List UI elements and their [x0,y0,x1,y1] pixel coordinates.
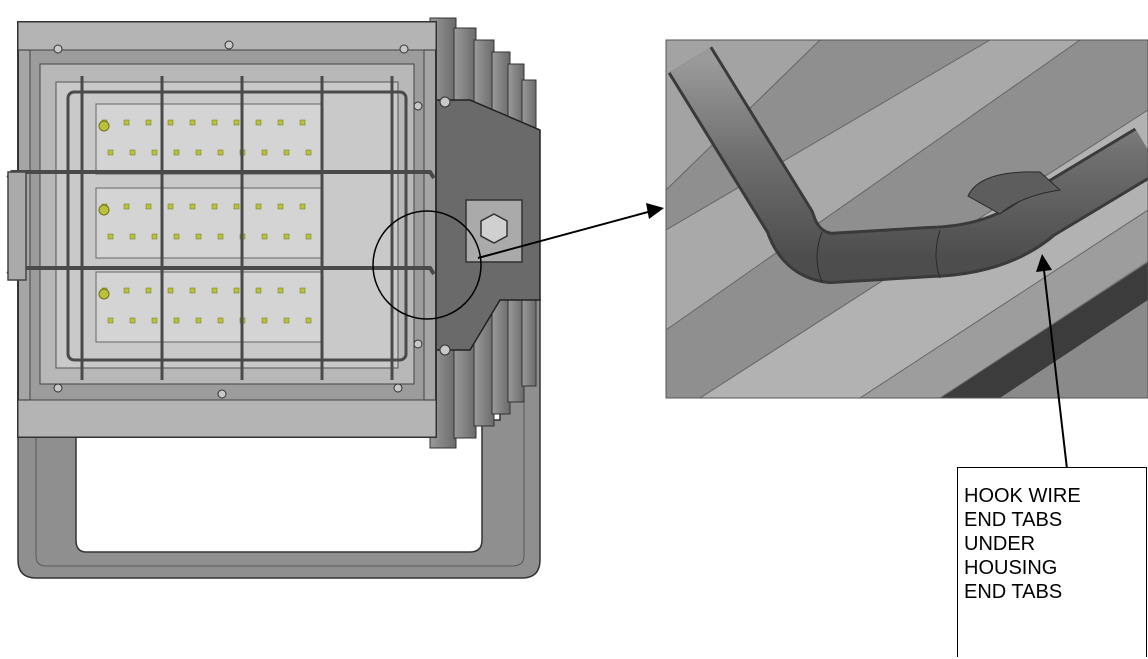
led-chip [145,287,152,294]
panel-connector [98,204,110,216]
led-chip [211,287,218,294]
led-chip [129,317,136,324]
led-chip [129,149,136,156]
led-chip [261,149,268,156]
callout-line: HOOK WIRE [964,485,1081,507]
led-panel-3 [95,271,323,343]
callout-line: HOUSING [964,557,1058,579]
led-chip [233,203,240,210]
led-chip [107,149,114,156]
led-chip [107,317,114,324]
led-chip [217,317,224,324]
led-chip [211,119,218,126]
led-chip [195,233,202,240]
callout-line: END TABS [964,509,1063,531]
callout-line: UNDER [964,533,1036,555]
wire-guard-horizontal [6,170,436,281]
led-chip [299,203,306,210]
led-panels [95,103,323,343]
led-chip [277,287,284,294]
led-chip [189,119,196,126]
led-chip [167,203,174,210]
led-chip [167,119,174,126]
led-chip [195,317,202,324]
led-chip [255,203,262,210]
led-chip [189,203,196,210]
led-chip [145,203,152,210]
led-chip [255,119,262,126]
led-chip [173,233,180,240]
led-chip [261,317,268,324]
led-chip [173,149,180,156]
led-chip [305,317,312,324]
wire-guard [66,76,408,380]
led-chip [305,149,312,156]
led-chip [211,203,218,210]
led-chip [123,287,130,294]
led-panel-1 [95,103,323,175]
led-chip [189,287,196,294]
led-chip [173,317,180,324]
panel-connector [98,288,110,300]
callout-arrow-detail [477,203,664,259]
led-chip [277,119,284,126]
callout-note-box: HOOK WIRE END TABS UNDER HOUSING END TAB… [957,467,1147,657]
callout-arrow-note [1036,254,1068,470]
floodlight-fixture [6,17,541,579]
led-chip [305,233,312,240]
led-chip [283,149,290,156]
bolt-icon [480,213,508,244]
led-chip [283,317,290,324]
led-chip [123,119,130,126]
led-chip [283,233,290,240]
led-chip [277,203,284,210]
frame-screws [53,40,451,399]
panel-connector [98,120,110,132]
led-chip [261,233,268,240]
led-chip [151,233,158,240]
led-chip [233,119,240,126]
detail-circle [372,210,482,320]
led-chip [255,287,262,294]
led-chip [129,233,136,240]
led-chip [123,203,130,210]
led-chip [195,149,202,156]
led-chip [145,119,152,126]
led-chip [167,287,174,294]
led-chip [299,119,306,126]
led-chip [151,317,158,324]
led-chip [151,149,158,156]
led-chip [299,287,306,294]
led-chip [217,233,224,240]
callout-line: END TABS [964,581,1063,603]
led-chip [217,149,224,156]
led-panel-2 [95,187,323,259]
wire-end-tab [967,171,1062,215]
callout-note-text: HOOK WIRE END TABS UNDER HOUSING END TAB… [964,484,1081,604]
detail-view [665,39,1148,399]
led-chip [233,287,240,294]
led-chip [107,233,114,240]
